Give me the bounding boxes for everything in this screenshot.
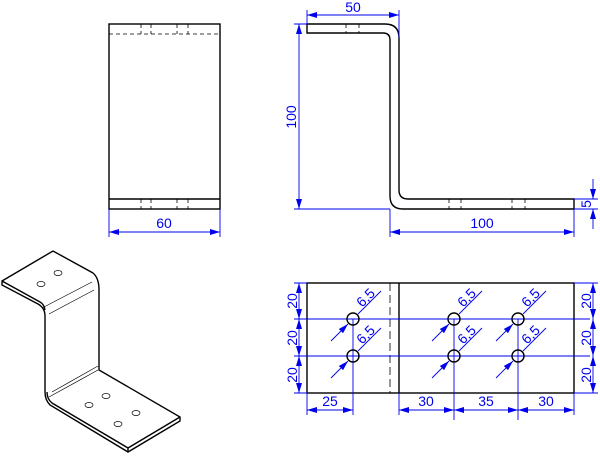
hole-diameter-label: 6,5: [518, 322, 543, 347]
hole-diameter-label: 6,5: [518, 285, 543, 310]
isometric-view: [1, 250, 181, 453]
flat-view: 20 20 20 20 20 20 25 30 35 30 6,5 6,5: [284, 282, 598, 420]
right-spacing-2: 20: [578, 330, 594, 346]
right-spacing-1: 20: [578, 293, 594, 309]
bottom-flange-dimension: 100: [470, 215, 494, 231]
bottom-dim-2: 30: [418, 393, 434, 409]
height-dimension: 100: [283, 105, 299, 129]
bottom-dim-1: 25: [322, 393, 338, 409]
bottom-dim-3: 35: [478, 393, 494, 409]
hole-diameter-label: 6,5: [353, 285, 378, 310]
front-view: 60: [108, 23, 221, 237]
side-view: 50 100 100 5: [283, 0, 598, 237]
hole-diameter-label: 6,5: [454, 322, 479, 347]
hole-icons: [36, 270, 141, 427]
right-spacing-3: 20: [578, 367, 594, 383]
holes: [346, 312, 525, 363]
hole-leaders: 6,5 6,5 6,5 6,5 6,5 6,5: [330, 285, 547, 379]
top-flange-dimension: 50: [345, 0, 361, 15]
hole-diameter-label: 6,5: [353, 322, 378, 347]
left-spacing-1: 20: [284, 293, 300, 309]
width-dimension: 60: [156, 215, 172, 231]
thickness-dimension: 5: [578, 200, 594, 208]
hole-diameter-label: 6,5: [454, 285, 479, 310]
left-spacing-2: 20: [284, 330, 300, 346]
bottom-dim-4: 30: [538, 393, 554, 409]
left-spacing-3: 20: [284, 367, 300, 383]
